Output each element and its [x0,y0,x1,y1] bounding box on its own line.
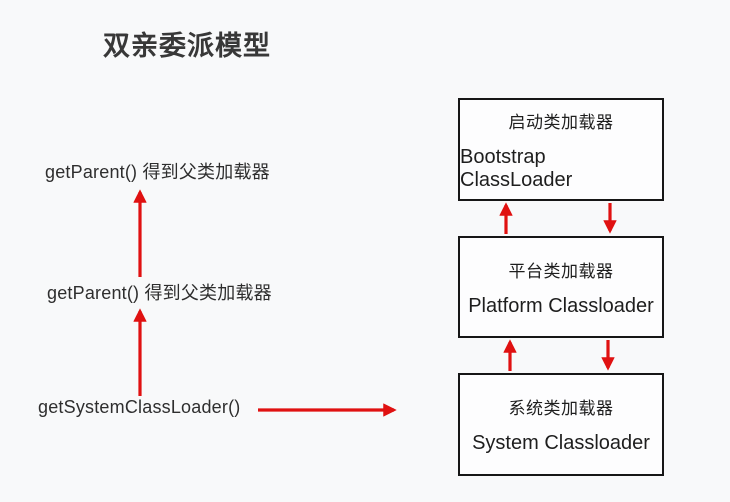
box-platform-label-en: Platform Classloader [468,294,654,317]
label-getsystemclassloader: getSystemClassLoader() [38,397,241,417]
box-system-label-en: System Classloader [472,432,650,454]
box-system-classloader: 系统类加载器 System Classloader [458,373,664,476]
box-bootstrap-classloader: 启动类加载器 Bootstrap ClassLoader [458,98,664,201]
box-platform-label-zh: 平台类加载器 [508,261,614,281]
label-getparent-middle: getParent() 得到父类加载器 [47,283,272,303]
label-getparent-top: getParent() 得到父类加载器 [45,162,270,182]
box-platform-classloader: 平台类加载器 Platform Classloader [458,236,664,338]
page-title: 双亲委派模型 [103,31,271,61]
box-bootstrap-label-zh: 启动类加载器 [508,112,614,132]
box-bootstrap-label-en: Bootstrap ClassLoader [460,145,573,191]
box-system-label-zh: 系统类加载器 [508,399,614,418]
